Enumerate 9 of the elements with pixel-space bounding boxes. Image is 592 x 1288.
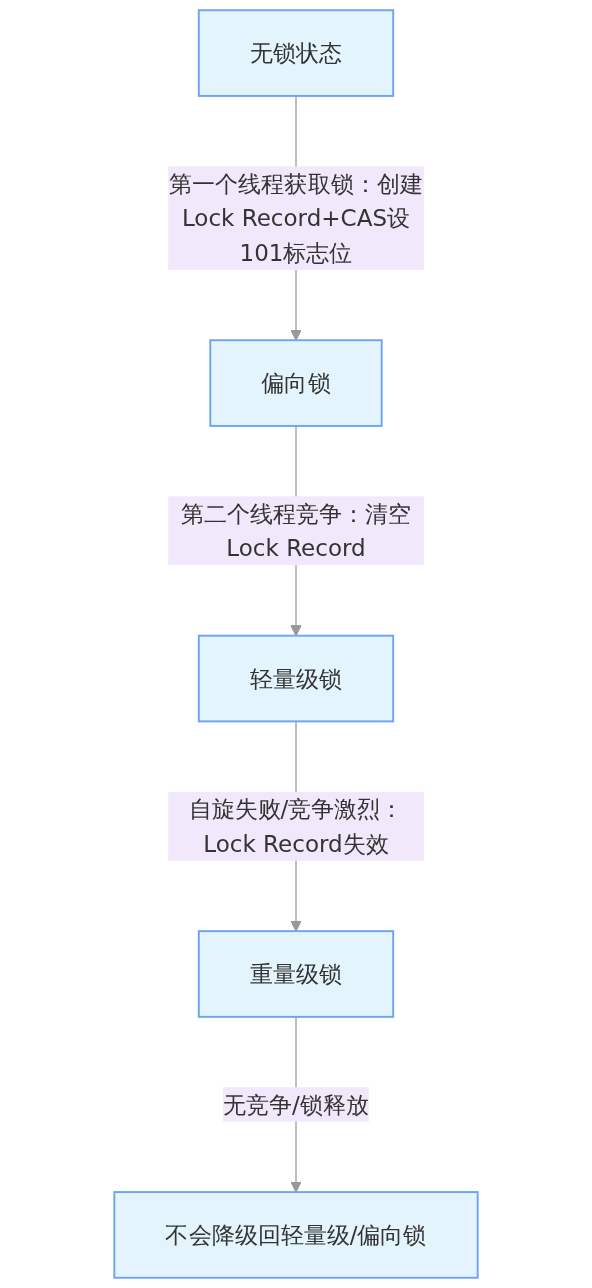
node-box: 无锁状态 [197,9,395,97]
edge-label: 无竞争/锁释放 [223,1091,369,1118]
edge-label: 第二个线程竞争：清空Lock Record [180,500,412,562]
edge-label: 自旋失败/竞争激烈：Lock Record失效 [188,795,404,857]
node-box: 偏向锁 [209,339,383,427]
node-box: 不会降级回轻量级/偏向锁 [113,1191,479,1279]
node-box: 重量级锁 [197,930,395,1018]
edge-label: 第一个线程获取锁：创建Lock Record+CAS设101标志位 [169,170,423,267]
node-box: 轻量级锁 [197,634,395,723]
